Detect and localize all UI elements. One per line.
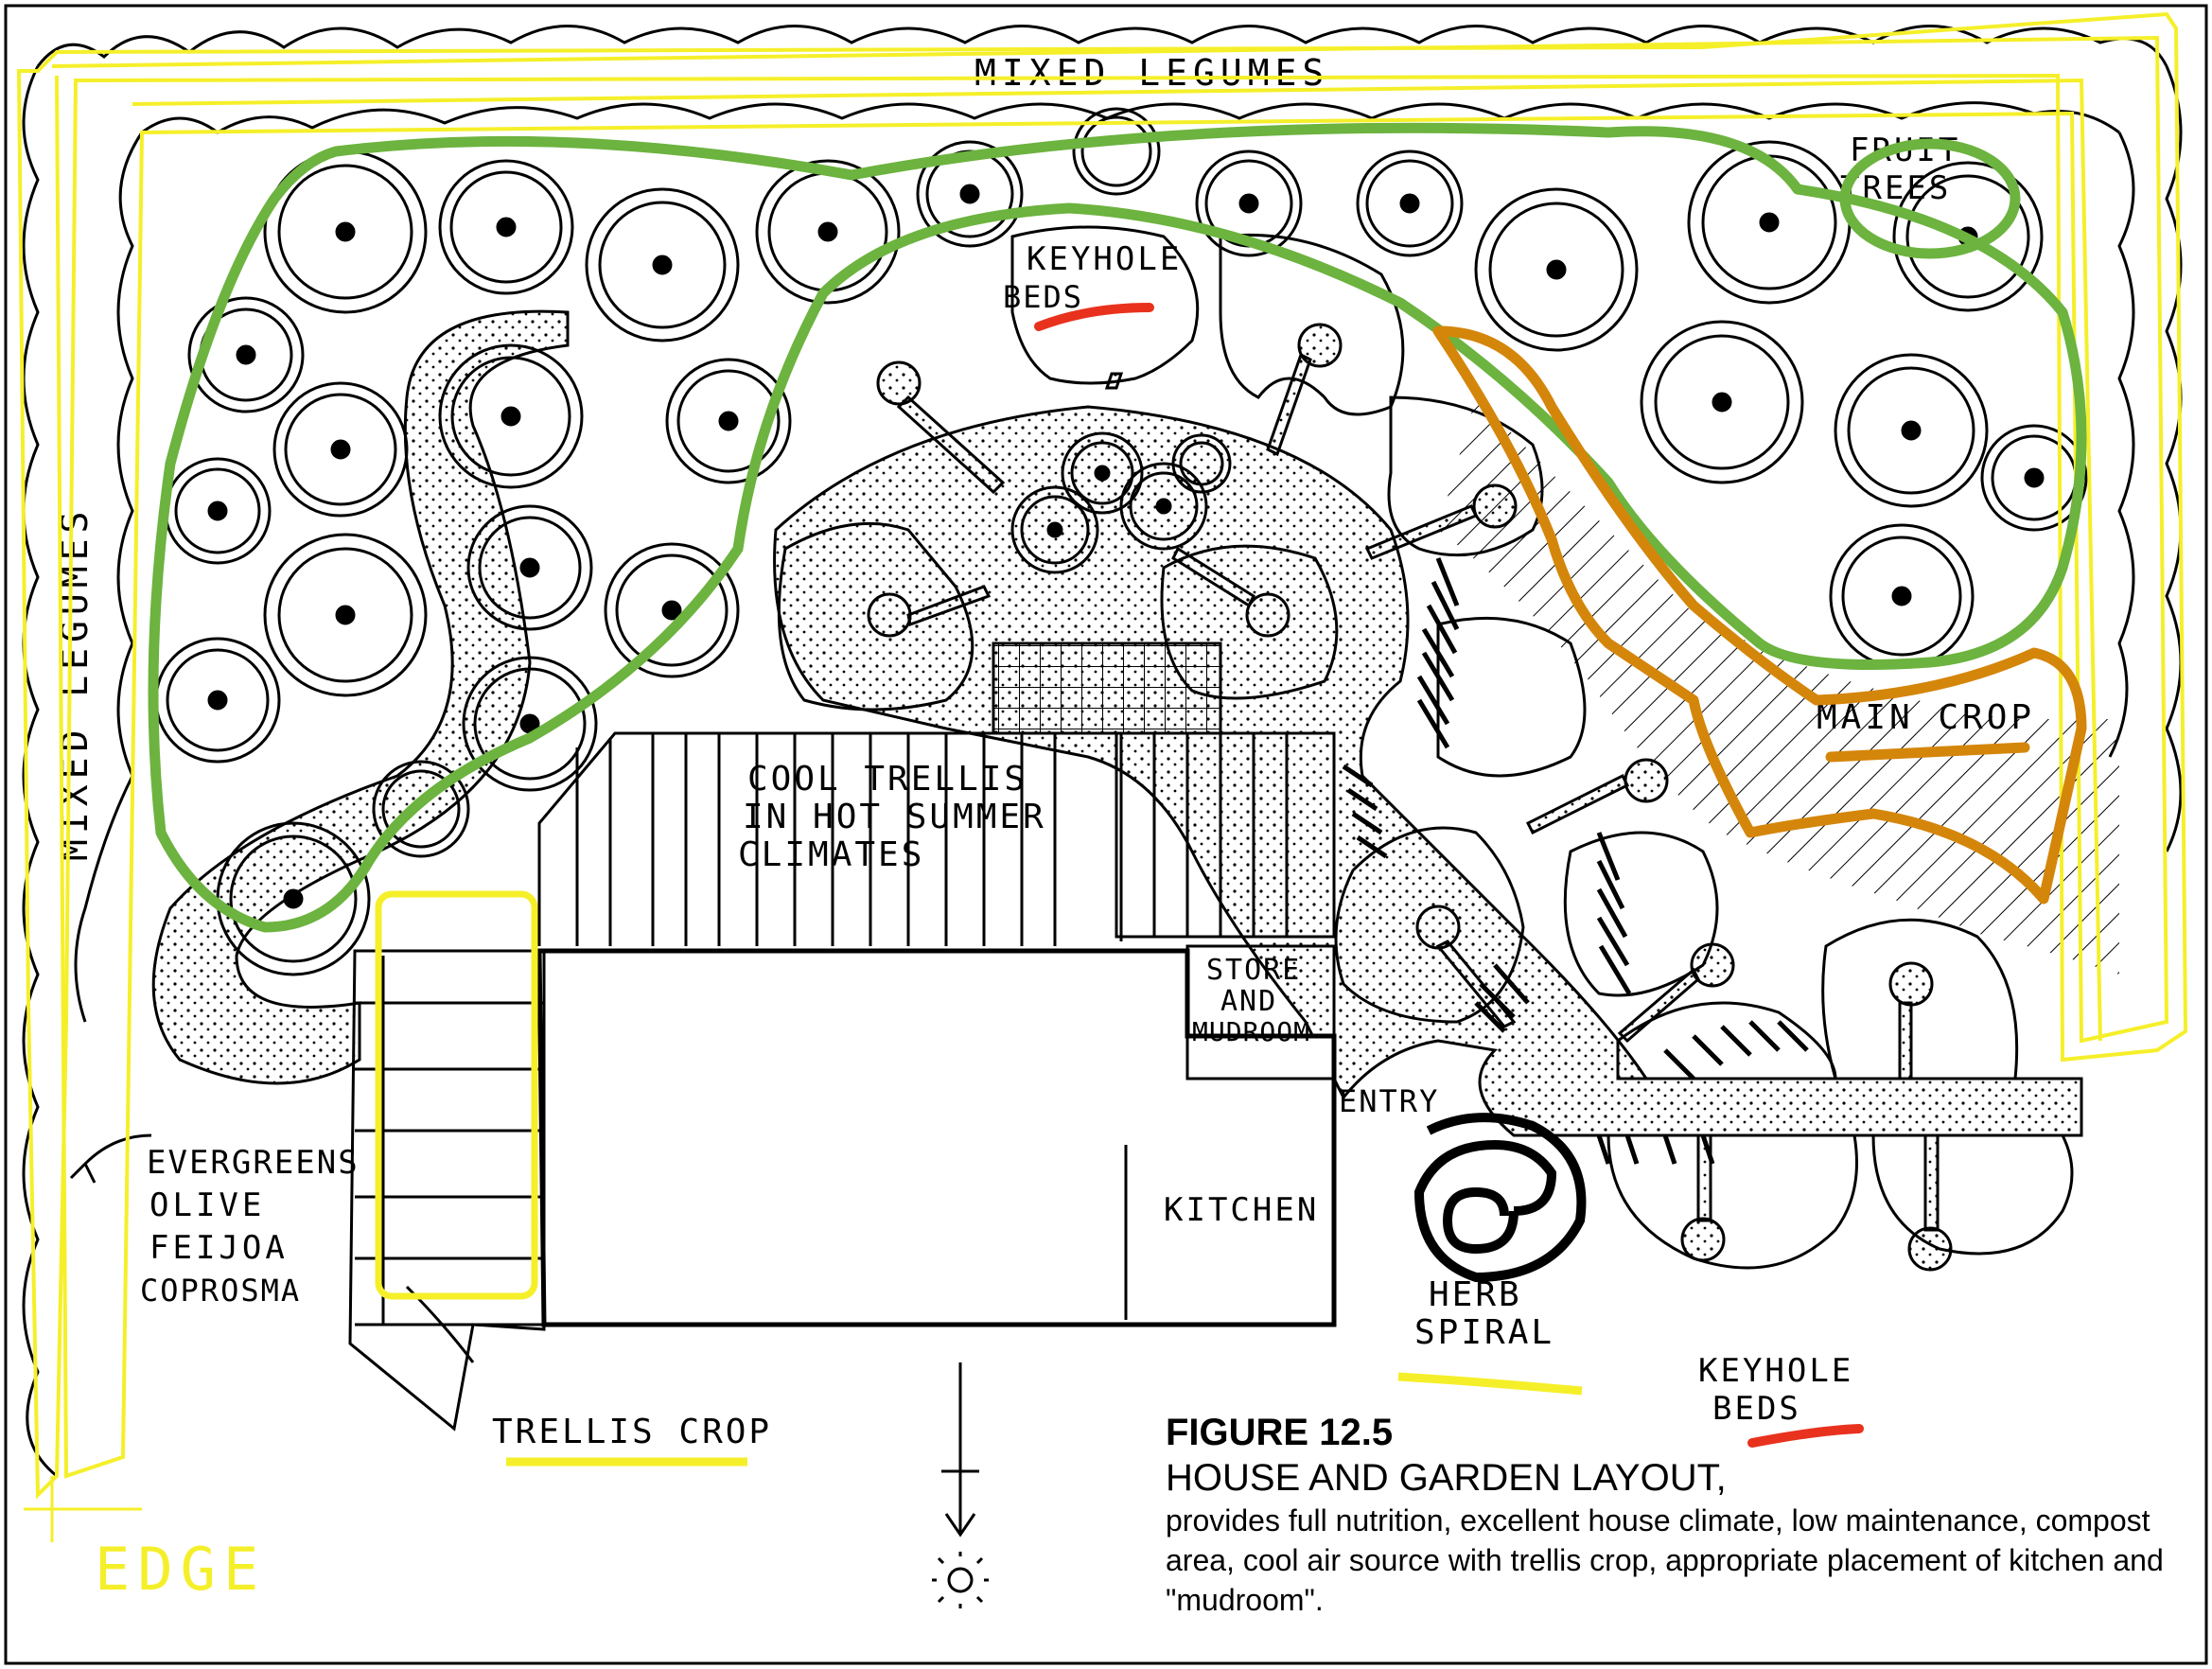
tree: [585, 187, 740, 343]
label-main-crop: MAIN CROP: [1817, 698, 2035, 737]
tree: [438, 159, 574, 295]
label-and: AND: [1220, 985, 1277, 1018]
label-kitchen: KITCHEN: [1164, 1191, 1319, 1229]
label-coprosma: COPROSMA: [140, 1273, 301, 1309]
tree: [1356, 149, 1464, 257]
figure-number: FIGURE 12.5: [1166, 1412, 1394, 1453]
garden-paths: [151, 309, 2083, 1137]
label-edge: EDGE: [95, 1535, 266, 1604]
north-arrow: [932, 1362, 989, 1608]
label-mudroom: MUDROOM: [1192, 1016, 1310, 1047]
tree: [1474, 187, 1639, 352]
label-entry: ENTRY: [1339, 1083, 1439, 1119]
green-annotations: [148, 122, 2087, 933]
tree: [1834, 353, 1989, 508]
label-evergreens: EVERGREENS: [147, 1144, 360, 1182]
tree: [263, 533, 428, 697]
label-beds-bottom: BEDS: [1712, 1390, 1801, 1428]
tree: [604, 542, 740, 678]
diagram-labels: MIXED LEGUMES MIXED LEGUMES FRUIT TREES …: [54, 52, 2035, 1451]
label-keyhole-bottom: KEYHOLE: [1698, 1352, 1853, 1390]
label-herb: HERB: [1429, 1275, 1522, 1314]
label-trellis-crop: TRELLIS CROP: [492, 1413, 772, 1451]
tree: [187, 296, 305, 413]
tree: [1640, 320, 1804, 484]
label-cool-trellis-1: COOL TRELLIS: [747, 760, 1027, 799]
label-keyhole-top: KEYHOLE: [1027, 240, 1182, 278]
herb-spiral: [1413, 1113, 1587, 1283]
path-edge-hatching: [1342, 557, 1809, 1165]
label-cool-trellis-3: CLIMATES: [738, 835, 924, 874]
label-feijoa: FEIJOA: [149, 1229, 289, 1267]
figure-caption: FIGURE 12.5 HOUSE AND GARDEN LAYOUT, pro…: [1166, 1410, 2197, 1620]
label-olive: OLIVE: [149, 1186, 265, 1224]
label-store: STORE: [1206, 954, 1301, 987]
cool-trellis: [537, 641, 1336, 946]
label-mixed-legumes-top: MIXED LEGUMES: [974, 52, 1329, 94]
tree: [1829, 523, 1975, 669]
tree: [916, 140, 1024, 248]
tree: [1072, 107, 1161, 196]
tree: [665, 358, 792, 484]
red-annotations: [1034, 303, 1864, 1448]
store-room: [1185, 944, 1336, 1080]
label-beds-top: BEDS: [1003, 279, 1083, 315]
figure-title: HOUSE AND GARDEN LAYOUT,: [1166, 1457, 1727, 1499]
evergreens-arrow: [69, 1133, 152, 1184]
orange-annotations: [1432, 325, 2087, 905]
keyhole-center-trees: [1010, 431, 1232, 574]
figure-description: provides full nutrition, excellent house…: [1166, 1503, 2164, 1617]
label-spiral: SPIRAL: [1414, 1313, 1554, 1352]
label-cool-trellis-2: IN HOT SUMMER: [743, 798, 1046, 836]
